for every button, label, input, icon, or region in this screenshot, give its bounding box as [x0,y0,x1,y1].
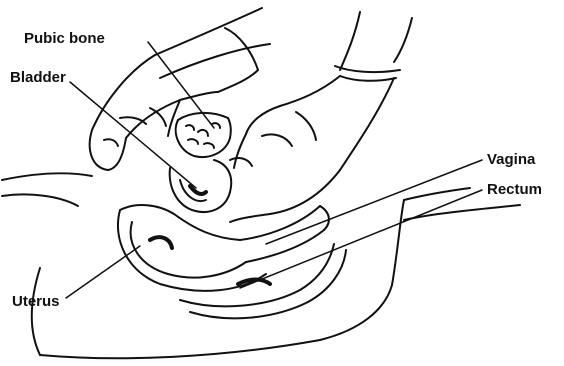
label-rectum: Rectum [487,182,542,197]
leader-line-pubic-bone [148,42,214,128]
label-bladder: Bladder [10,70,66,85]
label-pubic-bone: Pubic bone [24,31,105,46]
vagina [240,206,329,262]
right-gloved-hand [230,12,412,222]
bladder [170,160,232,212]
pubic-bone [176,113,231,157]
label-vagina: Vagina [487,152,535,167]
leader-line-rectum [240,190,482,288]
body-outline [2,173,520,358]
leader-line-vagina [266,160,482,244]
label-uterus: Uterus [12,294,60,309]
leader-line-uterus [66,246,140,298]
